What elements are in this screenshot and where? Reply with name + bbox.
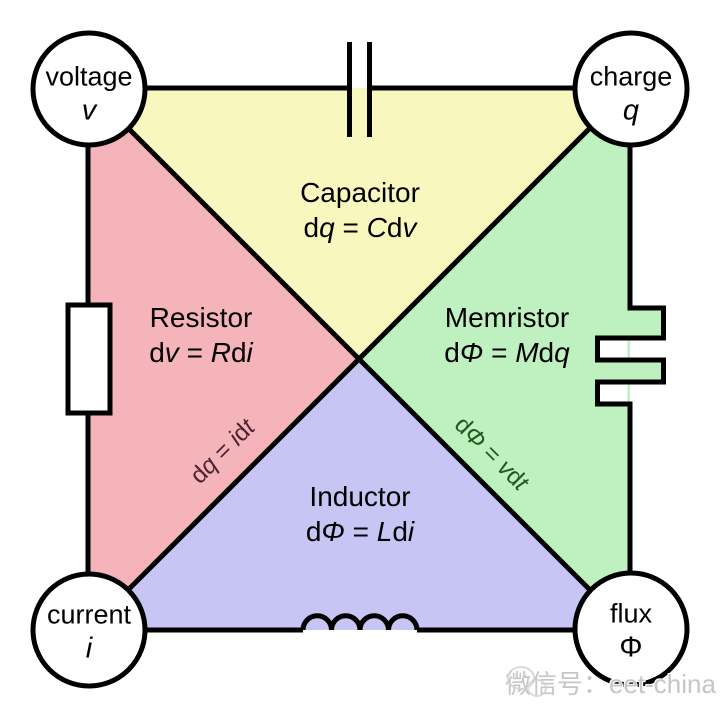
flux-symbol: Φ <box>619 631 643 664</box>
current-node-label: current i <box>47 599 131 666</box>
resistor-name: Resistor <box>149 302 253 333</box>
diagonal-charge-current <box>86 86 632 632</box>
formula-part: d <box>392 516 408 547</box>
current-node-circle <box>30 571 148 689</box>
formula-part: d <box>305 516 322 547</box>
current-symbol: i <box>85 632 93 665</box>
formula-part: d <box>149 337 165 368</box>
formula-part: q <box>554 337 570 368</box>
formula-part: d <box>538 337 555 368</box>
memristor-name: Memristor <box>444 302 570 333</box>
formula-part: C <box>366 212 387 243</box>
formula-part: d <box>230 337 247 368</box>
formula-part: = <box>483 337 516 368</box>
formula-part: R <box>210 337 231 368</box>
memristor-region <box>359 88 630 630</box>
formula-part: L <box>376 516 393 547</box>
charge-node-circle <box>572 30 690 148</box>
formula-part: d <box>386 212 403 243</box>
formula-part: v <box>164 337 179 368</box>
memristor-formula: dΦ = Mdq <box>444 335 569 370</box>
inductor-formula: dΦ = Ldi <box>306 514 414 549</box>
memristor-symbol <box>595 140 666 576</box>
voltage-node-circle <box>30 30 148 148</box>
formula-part: = <box>178 337 211 368</box>
formula-part: v <box>402 212 417 243</box>
memristor-pocket-white-1 <box>599 340 628 358</box>
charge-node-label: charge q <box>590 61 673 128</box>
formula-part: Φ <box>321 516 345 547</box>
memristor-pocket-green-1 <box>630 310 661 336</box>
inductor-region <box>88 359 630 630</box>
flux-label: flux <box>609 598 653 629</box>
flux-node-circle <box>572 570 690 688</box>
capacitor-symbol <box>347 42 372 137</box>
voltage-label: voltage <box>45 61 133 92</box>
wechat-icon <box>507 666 547 697</box>
inductor-label: Inductor dΦ = Ldi <box>306 479 414 549</box>
capacitor-formula: dq = Cdv <box>300 210 420 245</box>
formula-part: Φ <box>459 337 484 368</box>
resistor-formula: dv = Rdi <box>149 335 253 370</box>
memristor-pocket-green-2 <box>630 362 661 380</box>
capacitor-name: Capacitor <box>300 177 420 208</box>
formula-part: i <box>246 337 253 368</box>
watermark-text: 微信号：eet-china <box>505 669 716 699</box>
formula-part: q <box>319 212 335 243</box>
formula-part: d <box>444 337 460 368</box>
flux-node-label: flux Φ <box>610 598 652 665</box>
formula-part: = <box>344 516 377 547</box>
memristor-pocket-white-2 <box>599 384 628 402</box>
voltage-node-label: voltage v <box>45 61 132 128</box>
current-label: current <box>46 599 132 630</box>
formula-part: i <box>407 516 415 547</box>
memristor-label: Memristor dΦ = Mdq <box>444 300 569 370</box>
capacitor-label: Capacitor dq = Cdv <box>300 175 420 245</box>
inductor-name: Inductor <box>309 481 411 512</box>
watermark: 微信号：eet-china <box>505 664 716 701</box>
charge-label: charge <box>589 61 673 92</box>
resistor-label: Resistor dv = Rdi <box>149 300 253 370</box>
formula-part: d <box>303 212 320 243</box>
charge-symbol: q <box>622 94 640 127</box>
inductor-symbol <box>300 613 420 631</box>
voltage-symbol: v <box>81 94 97 127</box>
formula-part: = <box>334 212 367 243</box>
resistor-region <box>88 88 359 630</box>
capacitor-region <box>88 88 630 359</box>
formula-part: M <box>515 337 539 368</box>
resistor-symbol <box>65 302 113 416</box>
